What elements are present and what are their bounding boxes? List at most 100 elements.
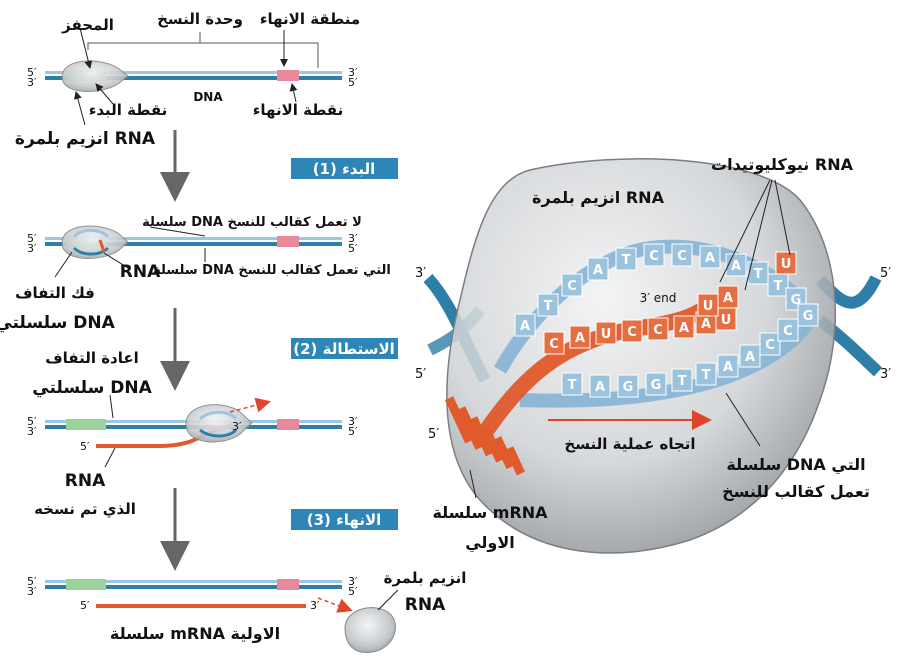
initiation-panel: سلسلة DNA لا تعمل كقالب للنسخ سلسلة DNA … <box>0 215 391 333</box>
top-base-tile <box>671 243 693 267</box>
helix-3-left: 3′ <box>415 266 426 281</box>
nontemplate-pointer <box>149 226 206 237</box>
rna-3-end-label: 3′ end <box>640 291 677 305</box>
bottom-base-tile <box>739 344 761 368</box>
terminator-region <box>277 236 299 247</box>
template-strand-label-2: تعمل كقالب للنسخ <box>722 482 870 501</box>
transcription-unit-bracket <box>87 42 319 68</box>
top-base: G <box>803 309 814 324</box>
release-arrow <box>317 597 353 613</box>
zoom-polymerase-label: انزيم بلمرة RNA <box>532 188 665 207</box>
free-nucleotide: U <box>703 299 714 314</box>
end-5-right-label: 5′ <box>348 425 358 438</box>
dna-strand-top <box>45 237 342 240</box>
step-2-box <box>291 338 398 359</box>
nucleotide-pointer <box>774 179 791 256</box>
promoter-region <box>66 579 106 590</box>
free-nucleotide: A <box>723 291 733 306</box>
rna-label: RNA <box>120 262 161 282</box>
top-base-tile <box>537 293 559 317</box>
free-nucleotides: UAU <box>697 251 797 317</box>
rna-base-tile <box>673 315 695 339</box>
rewind-label-1: اعادة التفاف <box>45 349 139 367</box>
termination-region-label: منطقة الانهاء <box>260 10 360 28</box>
rna-base-tile <box>569 325 591 349</box>
top-base: T <box>754 267 763 282</box>
bottom-base-tile <box>671 368 693 392</box>
nucleotide-pointer <box>744 179 773 291</box>
step-3-label: (3) الانهاء <box>307 511 382 529</box>
bottom-base: G <box>623 380 634 395</box>
end-3-right-label: 3′ <box>348 232 358 245</box>
rna-polymerase-label: انزيم بلمرة RNA <box>15 129 156 149</box>
terminator-region <box>277 579 299 590</box>
polymerase-pointer <box>73 91 86 126</box>
bottom-base: A <box>745 350 755 365</box>
end-5-label: 5′ <box>27 415 37 428</box>
start-point-pointer <box>95 83 114 105</box>
free-nucleotide: U <box>781 257 792 272</box>
top-base: T <box>622 253 631 268</box>
mrna-comb-tooth <box>505 446 525 476</box>
end-5-right-label: 5′ <box>348 242 358 255</box>
bottom-base-tile <box>645 372 667 396</box>
unwound-strand <box>199 428 238 438</box>
template-label: سلسلة DNA التي تعمل كقالب للنسخ <box>153 263 391 278</box>
rna-pointer <box>103 252 129 269</box>
step-3-box <box>291 509 398 530</box>
transcription-unit-label: وحدة النسخ <box>157 10 243 28</box>
top-base: C <box>649 249 659 264</box>
top-base-tile <box>699 245 721 269</box>
bottom-base-tile <box>617 374 639 398</box>
termination-point-label: نقطة الانهاء <box>253 101 344 119</box>
top-base-tile <box>615 247 637 271</box>
dna-strand-top <box>45 71 342 74</box>
mrna-comb <box>444 396 525 476</box>
dna-strand-bottom <box>45 242 342 246</box>
end-3-right-label: 3′ <box>348 415 358 428</box>
nontemplate-label: سلسلة DNA لا تعمل كقالب للنسخ <box>142 215 362 230</box>
end-5-label: 5′ <box>27 575 37 588</box>
primary-mrna-label: سلسلة mRNA الاولية <box>110 624 280 643</box>
unwind-label-1: فك التفاف <box>15 284 95 302</box>
rna-base: U <box>601 327 612 342</box>
rna-base-tile <box>595 321 617 345</box>
bottom-base-tile <box>589 374 611 398</box>
bottom-base-tile <box>759 332 781 356</box>
top-dna-panel: المحفز وحدة النسخ منطقة الانهاء نقطة الب… <box>15 10 360 149</box>
rewind-label-2: سلسلتي DNA <box>32 378 152 398</box>
top-base: G <box>791 293 802 308</box>
promoter-pointer <box>79 27 93 69</box>
mrna-5-end: 5′ <box>80 599 90 612</box>
nucleotide-pointer <box>719 179 771 283</box>
bottom-base: A <box>723 360 733 375</box>
unwound-strand <box>72 246 110 256</box>
end-3-right-label: 3′ <box>348 66 358 79</box>
rna-polymerase-shape <box>61 60 129 93</box>
mrna-strand-label-2: الاولي <box>465 533 515 553</box>
unwind-label-2: سلسلتي DNA <box>0 313 116 333</box>
rewind-pointer <box>109 394 114 419</box>
released-polymerase-label-2: RNA <box>405 595 446 615</box>
unwound-strand <box>72 228 110 239</box>
released-polymerase-label-1: انزيم بلمرة <box>384 569 467 587</box>
helix-3-right: 3′ <box>880 367 891 382</box>
termination-point-pointer <box>289 83 298 103</box>
promoter-label: المحفز <box>61 16 114 34</box>
rna-nucleotides-label: نيوكليوتيدات RNA <box>711 155 854 174</box>
mrna-pointer <box>469 469 477 499</box>
bottom-base: T <box>702 368 711 383</box>
rna-base: C <box>653 323 663 338</box>
bottom-base: A <box>595 380 605 395</box>
top-base-tile <box>587 257 609 281</box>
primary-mrna-strand <box>96 604 306 608</box>
top-base: A <box>705 251 715 266</box>
top-base-tile <box>643 243 665 267</box>
top-base: T <box>544 299 553 314</box>
end-5-right-label: 5′ <box>348 76 358 89</box>
bottom-base-tile <box>717 354 739 378</box>
